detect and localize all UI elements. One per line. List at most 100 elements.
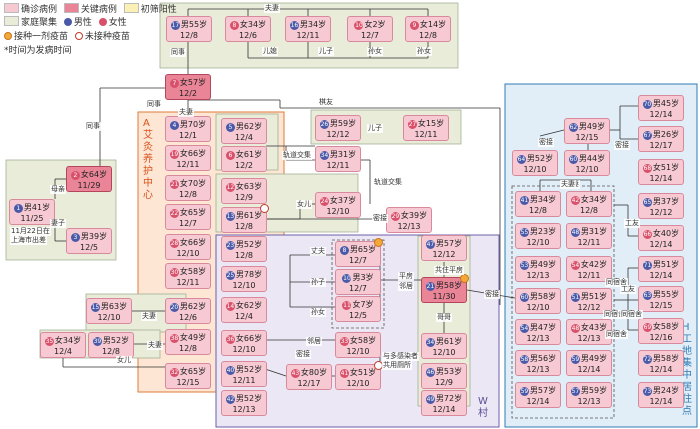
case-date: 12/14 bbox=[649, 110, 673, 119]
case-age: 65岁 bbox=[187, 367, 207, 376]
legend-key: 关键病例 bbox=[80, 5, 117, 15]
male-dot-icon: 46 bbox=[425, 368, 435, 377]
case-age: 63岁 bbox=[108, 302, 128, 311]
case-date: 12/10 bbox=[326, 207, 350, 216]
case-sex: 男 bbox=[529, 195, 538, 204]
female-dot-icon: 38 bbox=[169, 334, 179, 343]
female-dot-icon: 6 bbox=[225, 151, 235, 160]
case-sex: 男 bbox=[652, 130, 661, 139]
female-dot-icon: 68 bbox=[642, 164, 652, 173]
case-date: 12/10 bbox=[97, 313, 121, 322]
case-sex: 男 bbox=[179, 302, 188, 311]
edge-label-e19: 密接 bbox=[372, 214, 388, 223]
case-age: 58岁 bbox=[660, 354, 680, 363]
case-date: 12/4 bbox=[235, 133, 253, 142]
case-sex: 男 bbox=[435, 367, 444, 376]
legend-female: 女性 bbox=[108, 18, 127, 28]
edge-label-e36: 密接 bbox=[538, 138, 554, 147]
region-label-village-w: W村 bbox=[478, 396, 488, 419]
case-date: 12/10 bbox=[432, 348, 456, 357]
female-dot-icon: 8 bbox=[229, 21, 239, 30]
edge-label-e30: 共用厕所 bbox=[382, 361, 412, 370]
case-sex: 女 bbox=[179, 367, 188, 376]
case-date: 12/4 bbox=[235, 312, 253, 321]
case-date: 12/17 bbox=[297, 379, 321, 388]
case-sex: 女 bbox=[235, 182, 244, 191]
edge-label-e42: 工友 bbox=[624, 219, 640, 228]
case-sex: 女 bbox=[652, 322, 661, 331]
case-age: 40岁 bbox=[660, 229, 680, 238]
case-age: 65岁 bbox=[357, 245, 377, 254]
case-date: 12/5 bbox=[80, 243, 98, 252]
case-date: 12/11 bbox=[577, 271, 601, 280]
male-dot-icon: 39 bbox=[92, 337, 102, 346]
case-sex: 男 bbox=[235, 122, 244, 131]
case-date: 12/7 bbox=[179, 219, 197, 228]
case-sex: 男 bbox=[529, 386, 538, 395]
case-date: 12/14 bbox=[577, 365, 601, 374]
case-age: 34岁 bbox=[307, 20, 327, 29]
edge-label-e9: 同事 bbox=[85, 122, 101, 131]
male-dot-icon: 70 bbox=[642, 100, 652, 109]
case-date: 12/14 bbox=[649, 174, 673, 183]
case-date: 12/7 bbox=[349, 256, 367, 265]
case-sex: 女 bbox=[179, 149, 188, 158]
case-age: 52岁 bbox=[243, 365, 263, 374]
case-age: 34岁 bbox=[537, 195, 557, 204]
case-sex: 男 bbox=[102, 336, 111, 345]
edge-label-e23: 邻居 bbox=[306, 337, 322, 346]
male-dot-icon: 34 bbox=[425, 338, 435, 347]
male-dot-icon: 71 bbox=[642, 261, 652, 270]
case-date: 12/10 bbox=[526, 238, 550, 247]
case-age: 55岁 bbox=[660, 290, 680, 299]
case-age: 34岁 bbox=[62, 336, 82, 345]
female-dot-icon: 10 bbox=[354, 21, 364, 30]
case-sex: 男 bbox=[435, 394, 444, 403]
edge-label-e6: 孙女 bbox=[416, 47, 432, 56]
case-sex: 男 bbox=[580, 386, 589, 395]
male-dot-icon: 26 bbox=[319, 120, 329, 129]
edge-label-e41: 同宿舍 bbox=[605, 330, 628, 339]
case-sex: 男 bbox=[578, 122, 587, 131]
case-age: 61岁 bbox=[243, 211, 263, 220]
case-date: 12/14 bbox=[649, 365, 673, 374]
connector-line bbox=[539, 129, 565, 137]
female-dot-icon: 2 bbox=[70, 171, 80, 180]
edge-label-e40: 同宿舍 bbox=[603, 310, 626, 319]
edge-label-e24: 共住平房 bbox=[434, 266, 464, 275]
male-dot-icon: 13 bbox=[225, 212, 235, 221]
case-age: 37岁 bbox=[337, 196, 357, 205]
case-sex: 男 bbox=[652, 386, 661, 395]
edge-label-e31: 密接 bbox=[295, 350, 311, 359]
female-dot-icon: 35 bbox=[44, 337, 54, 346]
edge-label-e38: 夫妻 bbox=[560, 180, 576, 189]
case-age: 31岁 bbox=[588, 227, 608, 236]
case-date: 12/10 bbox=[232, 345, 256, 354]
case-age: 52岁 bbox=[534, 154, 554, 163]
male-dot-icon: 23 bbox=[225, 241, 235, 250]
